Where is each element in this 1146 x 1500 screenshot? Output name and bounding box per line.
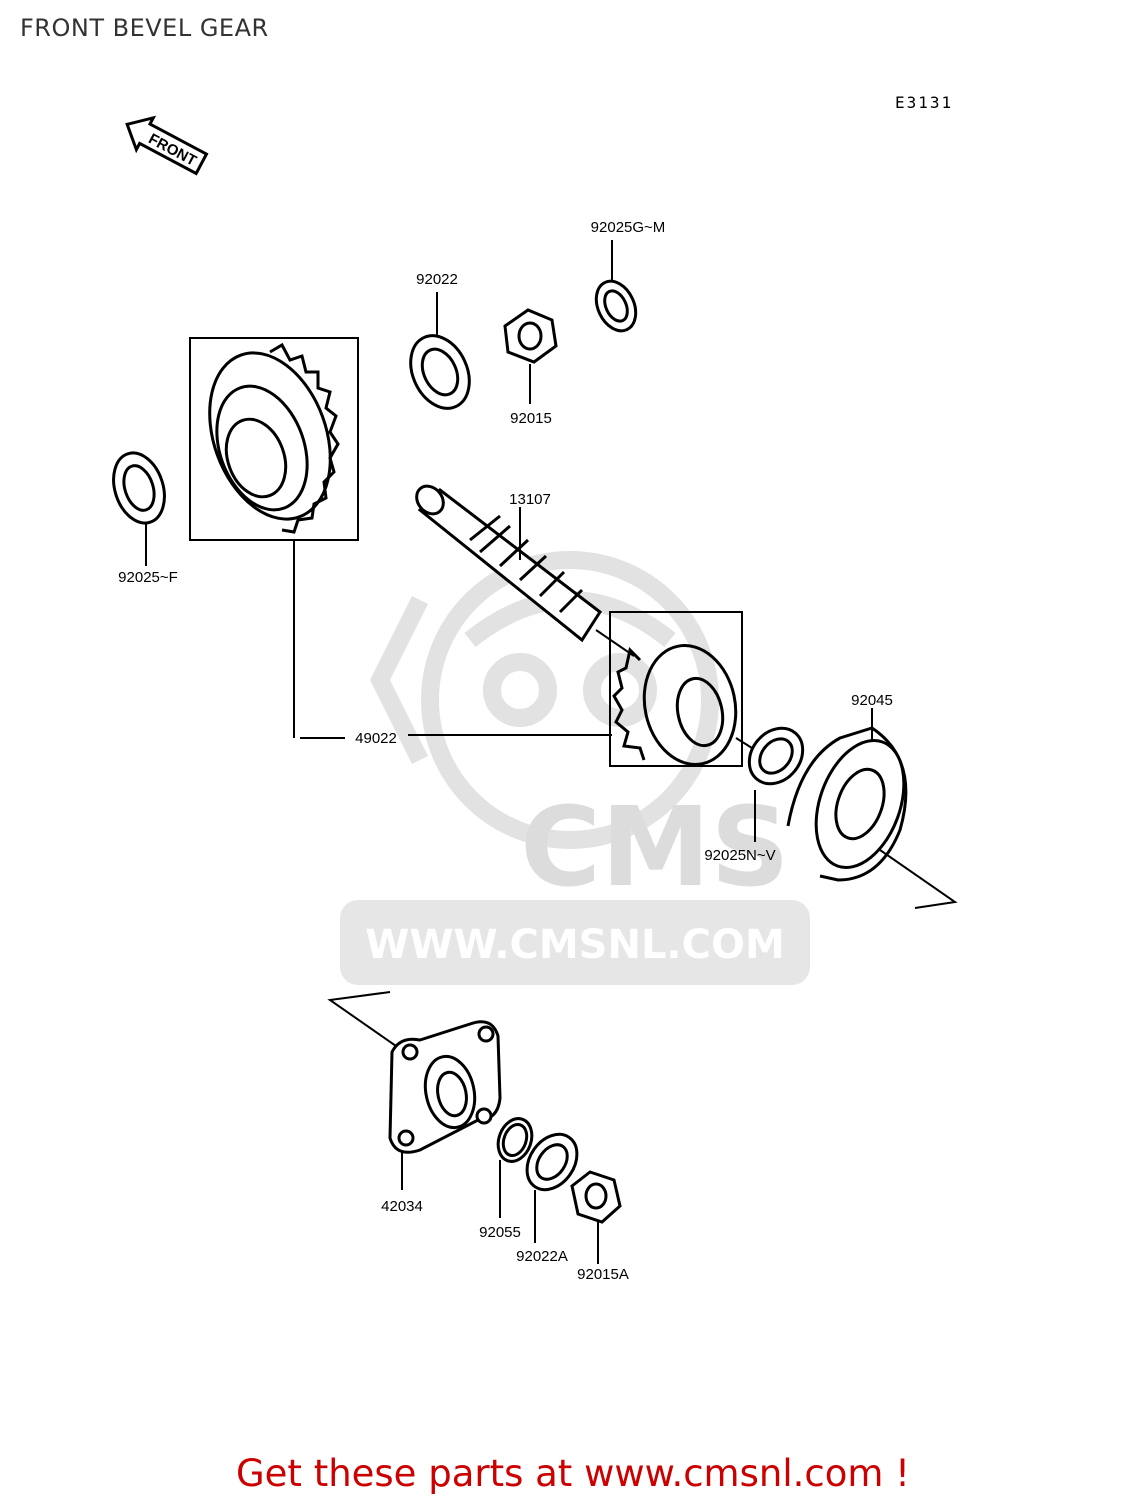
oring-92055 (496, 1117, 534, 1163)
bearing-92045 (786, 726, 908, 882)
label-49022: 49022 (355, 730, 397, 747)
washer-92022 (409, 334, 471, 410)
washer-92025nv (747, 726, 805, 786)
footer-promo[interactable]: Get these parts at www.cmsnl.com ! (235, 1452, 910, 1495)
label-42034: 42034 (381, 1198, 423, 1215)
watermark: CMS WWW.CMSNL.COM (340, 551, 810, 985)
connector-gear-washer (735, 737, 753, 749)
connector-shaft-gear (595, 629, 635, 657)
label-92025f: 92025~F (118, 569, 178, 586)
label-92025nv: 92025N~V (704, 847, 775, 864)
front-arrow: FRONT (125, 115, 209, 176)
flange-42034 (388, 1020, 502, 1154)
diagram-code: E3131 (895, 93, 953, 112)
page-title: FRONT BEVEL GEAR (20, 14, 269, 42)
watermark-site-banner (340, 900, 810, 985)
label-92055: 92055 (479, 1224, 521, 1241)
shaft-13107 (415, 484, 603, 643)
watermark-logo-text: CMS (520, 783, 789, 911)
washer-92025f (112, 451, 166, 525)
watermark-mascot (369, 551, 719, 849)
connector-right (879, 849, 958, 909)
label-92022a: 92022A (516, 1248, 568, 1265)
label-92015: 92015 (510, 410, 552, 427)
large-bevel-gear (208, 342, 340, 534)
gear-box-small (609, 611, 743, 767)
nut-92015 (503, 308, 558, 364)
label-13107: 13107 (509, 491, 551, 508)
gear-box-large (189, 337, 359, 541)
washer-92022a (525, 1132, 579, 1192)
label-92025gm: 92025G~M (591, 219, 666, 236)
connector-left (327, 991, 397, 1047)
watermark-site-text: WWW.CMSNL.COM (365, 922, 785, 968)
label-92015a: 92015A (577, 1266, 629, 1283)
washer-92025gm (594, 279, 638, 333)
nut-92015a (570, 1170, 622, 1224)
label-92022: 92022 (416, 271, 458, 288)
label-92045: 92045 (851, 692, 893, 709)
small-bevel-gear (612, 644, 738, 766)
